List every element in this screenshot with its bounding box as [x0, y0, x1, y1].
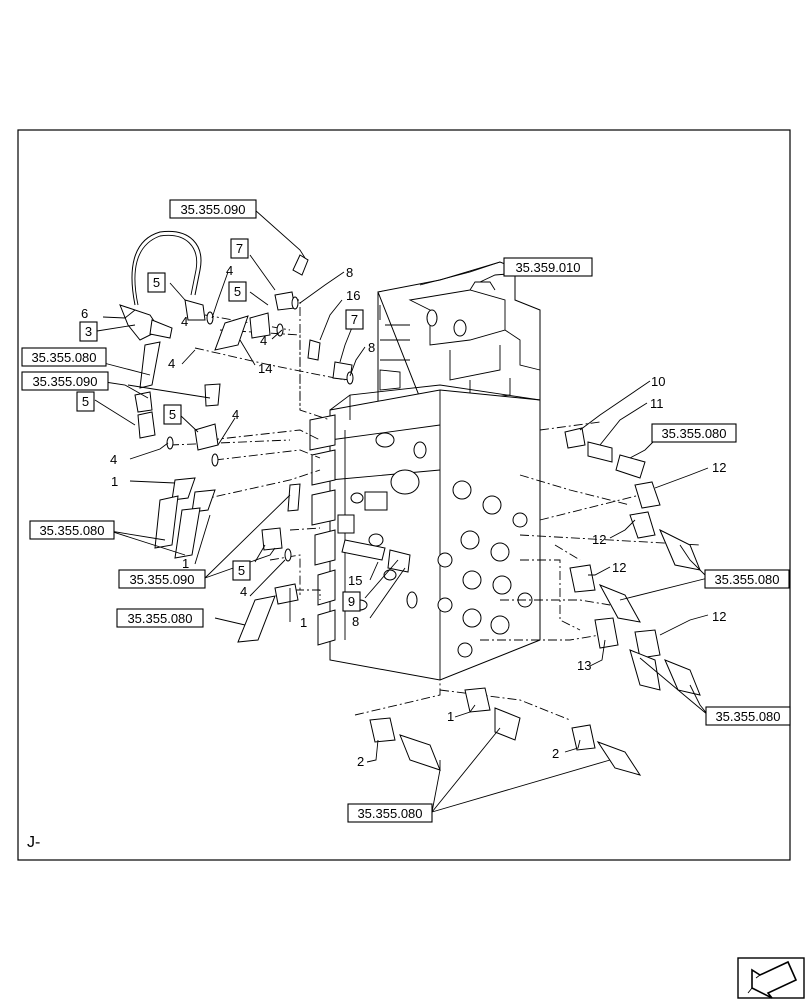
boxed-item-numbers: 7 5 5 3 7 5 5 5 9 [76, 238, 364, 612]
valve-side-ports [437, 480, 533, 658]
callout-14: 14 [258, 361, 272, 376]
ref-box-35-355-090-mid[interactable]: 35.355.090 [118, 569, 206, 589]
ref-box-35-355-080-right2[interactable]: 35.355.080 [704, 569, 790, 589]
ref-label: 35.359.010 [515, 260, 580, 275]
callout-4: 4 [110, 452, 117, 467]
svg-text:9: 9 [348, 594, 355, 609]
svg-text:5: 5 [153, 275, 160, 290]
callout-1: 1 [300, 615, 307, 630]
svg-text:5: 5 [238, 563, 245, 578]
callout-15: 15 [348, 573, 362, 588]
control-valve-body [309, 261, 541, 681]
callout-4: 4 [240, 584, 247, 599]
boxed-item-5-center: 5 [163, 404, 182, 425]
svg-text:7: 7 [351, 312, 358, 327]
ref-label: 35.355.080 [357, 806, 422, 821]
callout-1: 1 [447, 709, 454, 724]
callout-12: 12 [712, 460, 726, 475]
callout-4: 4 [260, 333, 267, 348]
callout-16: 16 [346, 288, 360, 303]
leader-lines [94, 209, 709, 813]
ref-box-35-355-080-left2[interactable]: 35.355.080 [29, 520, 115, 540]
ref-box-35-355-080-right1[interactable]: 35.355.080 [651, 423, 737, 443]
ref-label: 35.355.080 [715, 709, 780, 724]
svg-text:7: 7 [236, 241, 243, 256]
callout-4: 4 [226, 263, 233, 278]
callout-2: 2 [552, 746, 559, 761]
ref-label: 35.355.080 [39, 523, 104, 538]
diagram-frame [17, 129, 791, 861]
ref-box-35-355-080-bottom[interactable]: 35.355.080 [347, 803, 433, 823]
boxed-item-5-left: 5 [76, 391, 95, 412]
ref-label: 35.355.080 [661, 426, 726, 441]
boxed-item-9: 9 [342, 591, 361, 612]
svg-text:5: 5 [234, 284, 241, 299]
svg-text:3: 3 [85, 324, 92, 339]
callout-13: 13 [577, 658, 591, 673]
callout-10: 10 [651, 374, 665, 389]
svg-text:5: 5 [169, 407, 176, 422]
ref-box-35-355-080-right3[interactable]: 35.355.080 [705, 706, 791, 726]
callout-11: 11 [650, 396, 664, 411]
ref-label: 35.355.090 [129, 572, 194, 587]
callout-8: 8 [368, 340, 375, 355]
ref-label: 35.355.090 [32, 374, 97, 389]
callout-8: 8 [346, 265, 353, 280]
callout-12: 12 [592, 532, 606, 547]
callout-12: 12 [712, 609, 726, 624]
callout-4: 4 [181, 314, 188, 329]
ref-box-35-355-080-left1[interactable]: 35.355.080 [21, 347, 107, 367]
ref-box-35-359-010[interactable]: 35.359.010 [503, 257, 593, 277]
callout-12: 12 [612, 560, 626, 575]
boxed-item-5-lower: 5 [232, 560, 251, 581]
callout-1: 1 [111, 474, 118, 489]
ref-label: 35.355.080 [127, 611, 192, 626]
callout-6: 6 [81, 306, 88, 321]
ref-box-35-355-080-left3[interactable]: 35.355.080 [116, 608, 204, 628]
view-label: J- [27, 834, 40, 851]
ref-box-35-355-090-top[interactable]: 35.355.090 [169, 199, 257, 219]
callout-1: 1 [182, 556, 189, 571]
callout-2: 2 [357, 754, 364, 769]
ref-label: 35.355.080 [714, 572, 779, 587]
next-page-arrow-icon[interactable] [737, 957, 805, 999]
callout-4: 4 [168, 356, 175, 371]
callout-4: 4 [232, 407, 239, 422]
boxed-item-5-top: 5 [147, 272, 166, 293]
ref-label: 35.355.080 [31, 350, 96, 365]
boxed-item-7-top: 7 [230, 238, 249, 259]
callout-8: 8 [352, 614, 359, 629]
boxed-item-7-right: 7 [345, 309, 364, 330]
boxed-item-3: 3 [79, 321, 98, 342]
reference-boxes: 35.359.010 35.355.090 35.355.080 35.355.… [21, 199, 791, 823]
boxed-item-5-mid-top: 5 [228, 281, 247, 302]
callout-numbers: 4 8 16 6 4 4 8 4 14 4 4 1 1 4 15 8 1 10 … [81, 263, 726, 769]
svg-text:5: 5 [82, 394, 89, 409]
ref-box-35-355-090-left[interactable]: 35.355.090 [21, 371, 109, 391]
ref-label: 35.355.090 [180, 202, 245, 217]
